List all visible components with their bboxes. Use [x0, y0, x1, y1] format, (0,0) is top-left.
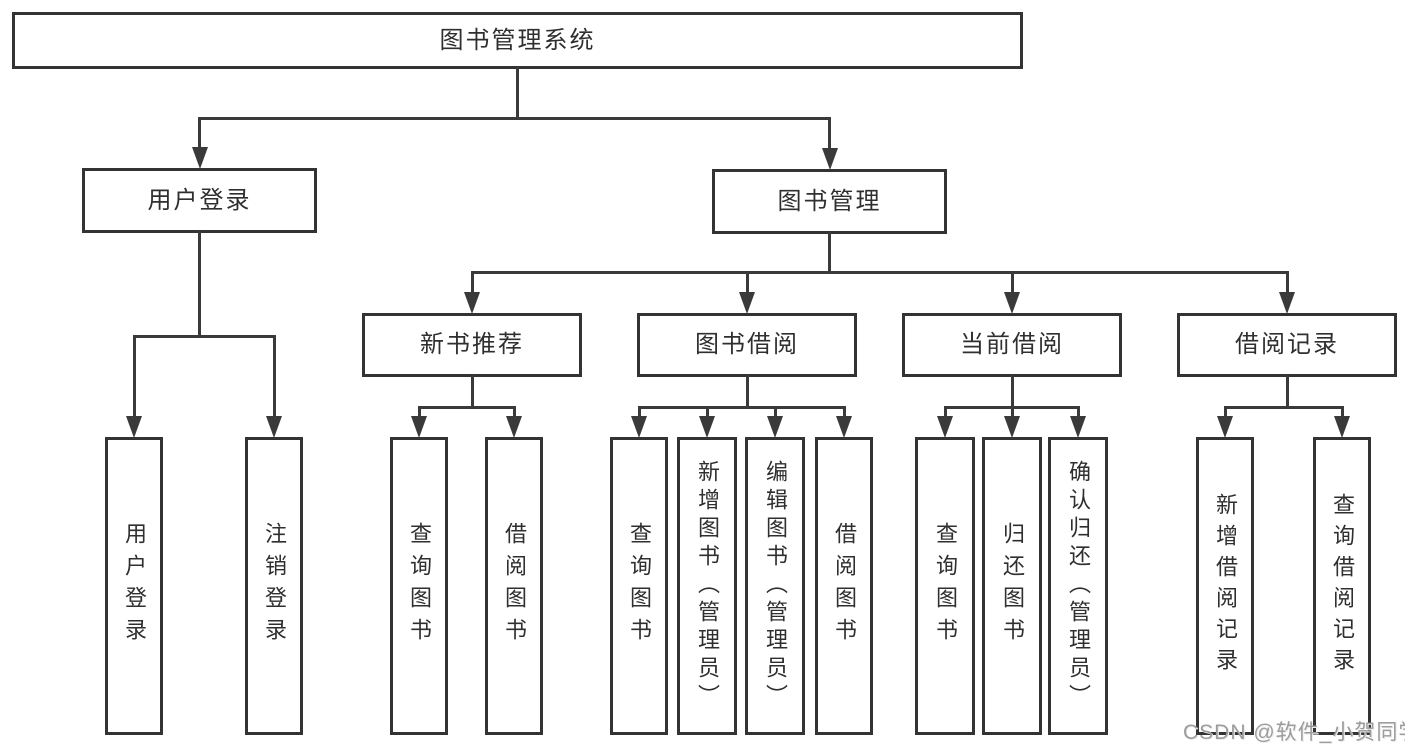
arrowhead-icon — [631, 416, 647, 438]
node-book-management-branch: 图书管理 — [712, 169, 947, 234]
connector-line — [470, 270, 474, 293]
connector-line — [745, 375, 749, 409]
node-label: 用户登录 — [147, 186, 252, 214]
connector-line — [198, 116, 831, 120]
connector-line — [470, 270, 1289, 274]
node-edit-books-admin: 编辑图书（管理员） — [745, 437, 805, 735]
connector-line — [773, 405, 777, 417]
node-confirm-return-admin: 确认归还（管理员） — [1048, 437, 1108, 735]
node-query-books-recommend: 查询图书 — [390, 437, 448, 735]
connector-line — [828, 232, 831, 274]
connector-line — [1223, 405, 1227, 417]
csdn-watermark: CSDN @软件_小贺同学 — [1183, 721, 1405, 744]
node-label: 新增图书（管理员） — [695, 460, 720, 712]
node-label: 归还图书 — [1000, 522, 1025, 650]
node-logout: 注销登录 — [245, 437, 303, 735]
connector-line — [198, 116, 201, 148]
node-return-books: 归还图书 — [982, 437, 1042, 735]
connector-line — [1010, 405, 1014, 417]
arrowhead-icon — [1217, 416, 1233, 438]
connector-line — [272, 334, 276, 417]
connector-line — [470, 375, 474, 409]
arrowhead-icon — [126, 416, 142, 438]
connector-line — [132, 334, 276, 338]
arrowhead-icon — [739, 292, 755, 314]
arrowhead-icon — [1334, 416, 1350, 438]
connector-line — [637, 405, 846, 409]
connector-line — [637, 405, 641, 417]
node-label: 借阅图书 — [832, 522, 857, 650]
connector-line — [1285, 375, 1289, 409]
arrowhead-icon — [699, 416, 715, 438]
node-query-books-borrowing: 查询图书 — [610, 437, 668, 735]
arrowhead-icon — [266, 416, 282, 438]
node-label: 注销登录 — [262, 522, 287, 650]
connector-line — [1285, 270, 1289, 293]
connector-line — [1223, 405, 1344, 409]
node-add-borrow-record: 新增借阅记录 — [1196, 437, 1254, 735]
connector-line — [132, 334, 136, 417]
connector-line — [943, 405, 947, 417]
node-label: 查询图书 — [933, 522, 958, 650]
node-query-borrow-record: 查询借阅记录 — [1313, 437, 1371, 735]
node-label: 查询图书 — [627, 522, 652, 650]
arrowhead-icon — [1070, 416, 1086, 438]
arrowhead-icon — [506, 416, 522, 438]
node-label: 查询图书 — [407, 522, 432, 650]
node-borrow-books-borrowing: 借阅图书 — [815, 437, 873, 735]
connector-line — [1340, 405, 1344, 417]
node-label: 借阅图书 — [502, 522, 527, 650]
node-book-borrowing: 图书借阅 — [637, 313, 857, 377]
node-label: 图书管理 — [777, 187, 882, 215]
connector-line — [828, 116, 831, 149]
node-label: 当前借阅 — [960, 331, 1064, 358]
node-user-login-branch: 用户登录 — [82, 168, 317, 233]
connector-line — [1076, 405, 1080, 417]
node-label: 借阅记录 — [1235, 331, 1339, 358]
node-label: 新书推荐 — [420, 331, 524, 358]
node-borrowing-records: 借阅记录 — [1177, 313, 1397, 377]
node-label: 编辑图书（管理员） — [763, 460, 788, 712]
connector-line — [417, 405, 421, 417]
node-borrow-books-recommend: 借阅图书 — [485, 437, 543, 735]
connector-line — [198, 231, 201, 338]
arrowhead-icon — [191, 147, 208, 169]
connector-line — [705, 405, 709, 417]
connector-line — [1010, 375, 1014, 409]
connector-line — [745, 270, 749, 293]
node-label: 图书借阅 — [695, 331, 799, 358]
connector-line — [417, 405, 516, 409]
node-user-login: 用户登录 — [105, 437, 163, 735]
node-label: 确认归还（管理员） — [1066, 460, 1091, 712]
connector-line — [1010, 270, 1014, 293]
arrowhead-icon — [767, 416, 783, 438]
arrowhead-icon — [1004, 292, 1020, 314]
node-library-management-system: 图书管理系统 — [12, 12, 1023, 69]
node-label: 查询借阅记录 — [1330, 493, 1355, 679]
arrowhead-icon — [464, 292, 480, 314]
arrowhead-icon — [411, 416, 427, 438]
arrowhead-icon — [1004, 416, 1020, 438]
node-label: 用户登录 — [122, 522, 147, 650]
node-query-books-current: 查询图书 — [915, 437, 975, 735]
node-add-books-admin: 新增图书（管理员） — [677, 437, 737, 735]
arrowhead-icon — [821, 148, 838, 170]
connector-line — [512, 405, 516, 417]
node-label: 图书管理系统 — [439, 26, 596, 54]
node-current-borrowing: 当前借阅 — [902, 313, 1122, 377]
arrowhead-icon — [1279, 292, 1295, 314]
node-label: 新增借阅记录 — [1213, 493, 1238, 679]
connector-line — [842, 405, 846, 417]
arrowhead-icon — [937, 416, 953, 438]
connector-line — [516, 67, 519, 120]
arrowhead-icon — [836, 416, 852, 438]
node-new-book-recommendation: 新书推荐 — [362, 313, 582, 377]
